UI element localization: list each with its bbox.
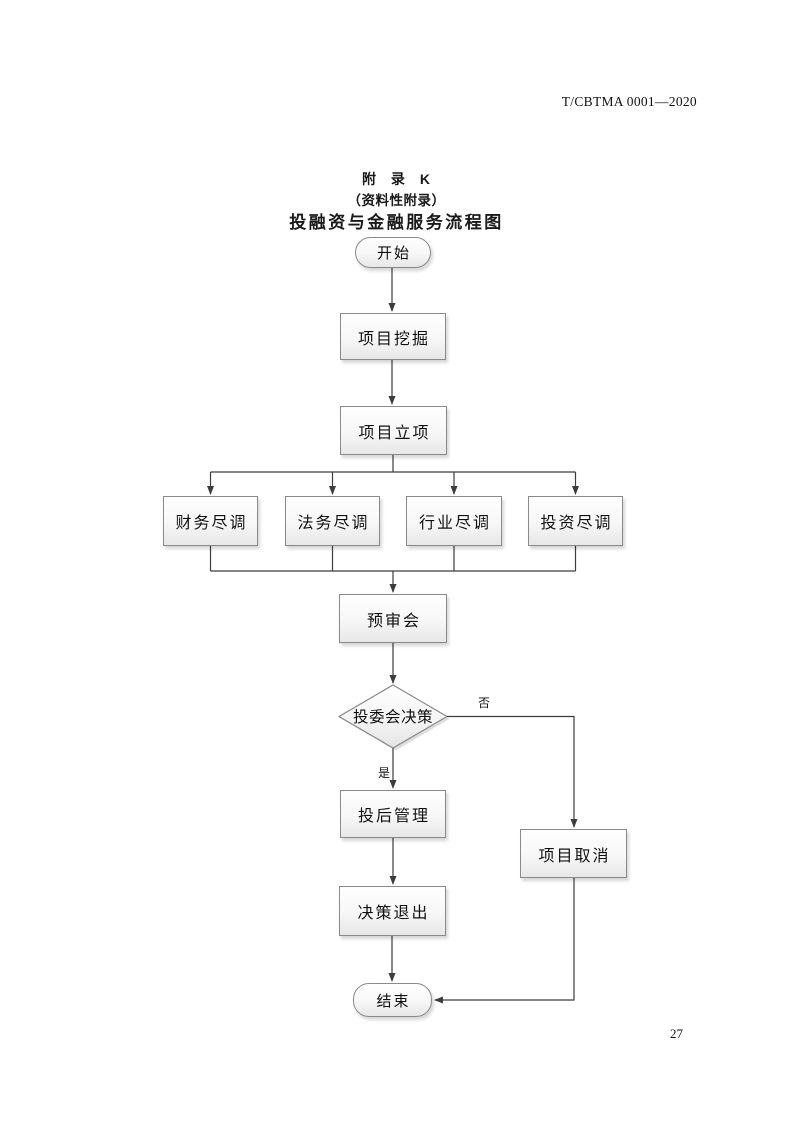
node-post-investment: 投后管理 [340, 790, 446, 838]
figure-title: 投融资与金融服务流程图 [289, 213, 504, 232]
node-dd-investment: 投资尽调 [528, 496, 623, 546]
appendix-heading: 附 录 K [362, 171, 431, 187]
node-pre-review: 预审会 [339, 594, 447, 643]
node-project-approval: 项目立项 [340, 406, 447, 455]
node-start: 开始 [355, 237, 431, 268]
edge-label-yes: 是 [378, 766, 391, 780]
node-committee-decision: 投委会决策 [352, 709, 433, 726]
node-project-cancel: 项目取消 [520, 829, 627, 878]
node-dd-financial: 财务尽调 [163, 496, 258, 546]
edge-cancel-end [434, 878, 575, 1004]
edge-label-no: 否 [478, 696, 491, 710]
appendix-type: （资料性附录） [347, 193, 446, 208]
title-block: 附 录 K （资料性附录） 投融资与金融服务流程图 [0, 169, 793, 235]
node-dd-industry: 行业尽调 [406, 496, 502, 546]
node-decision-exit: 决策退出 [339, 886, 446, 936]
standard-number: T/CBTMA 0001—2020 [561, 94, 697, 109]
node-project-mining: 项目挖掘 [340, 313, 446, 360]
node-dd-legal: 法务尽调 [285, 496, 380, 546]
node-end: 结束 [353, 983, 432, 1017]
page-number: 27 [670, 1026, 683, 1041]
edge-decision-no [447, 715, 578, 828]
